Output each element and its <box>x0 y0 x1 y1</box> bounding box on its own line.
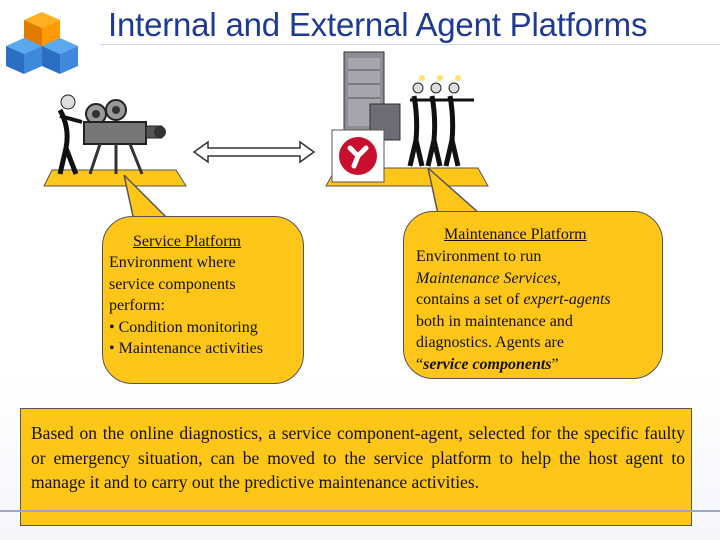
service-platform-title: Service Platform <box>133 233 241 250</box>
maintenance-platform-illustration <box>325 51 489 187</box>
service-platform-callout: Service Platform Environment where servi… <box>102 216 304 384</box>
movie-camera-operator-icon <box>57 94 166 175</box>
maintenance-line: both in maintenance and <box>416 312 573 330</box>
service-line: service components <box>109 275 236 293</box>
summary-text-box: Based on the online diagnostics, a servi… <box>20 408 692 526</box>
maintenance-line: Environment to run <box>416 248 542 265</box>
title-divider <box>100 44 720 45</box>
maintenance-line: diagnostics. Agents are <box>416 334 564 352</box>
server-icon <box>343 51 401 141</box>
service-line: Environment where <box>109 254 236 271</box>
maintenance-line: contains a set of expert-agents <box>416 291 611 309</box>
maintenance-line: “service components” <box>416 355 559 373</box>
service-line: • Condition monitoring <box>109 318 258 336</box>
repair-wrench-icon <box>331 129 385 183</box>
service-platform-illustration <box>43 94 187 187</box>
maintenance-platform-callout: Maintenance Platform Environment to run … <box>403 211 663 379</box>
maintenance-platform-description: Environment to run Maintenance Services,… <box>416 246 611 376</box>
footer-divider <box>0 510 720 512</box>
maintenance-line: Maintenance Services, <box>416 269 561 287</box>
agents-group-icon <box>407 75 474 167</box>
cube-logo-icon <box>6 12 78 74</box>
service-platform-description: Environment where service components per… <box>109 252 263 360</box>
summary-text: Based on the online diagnostics, a servi… <box>31 423 685 492</box>
service-line: • Maintenance activities <box>109 340 263 358</box>
maintenance-platform-title: Maintenance Platform <box>444 226 587 243</box>
slide-title: Internal and External Agent Platforms <box>108 6 648 43</box>
double-arrow-icon <box>192 140 316 164</box>
service-line: perform: <box>109 297 165 315</box>
